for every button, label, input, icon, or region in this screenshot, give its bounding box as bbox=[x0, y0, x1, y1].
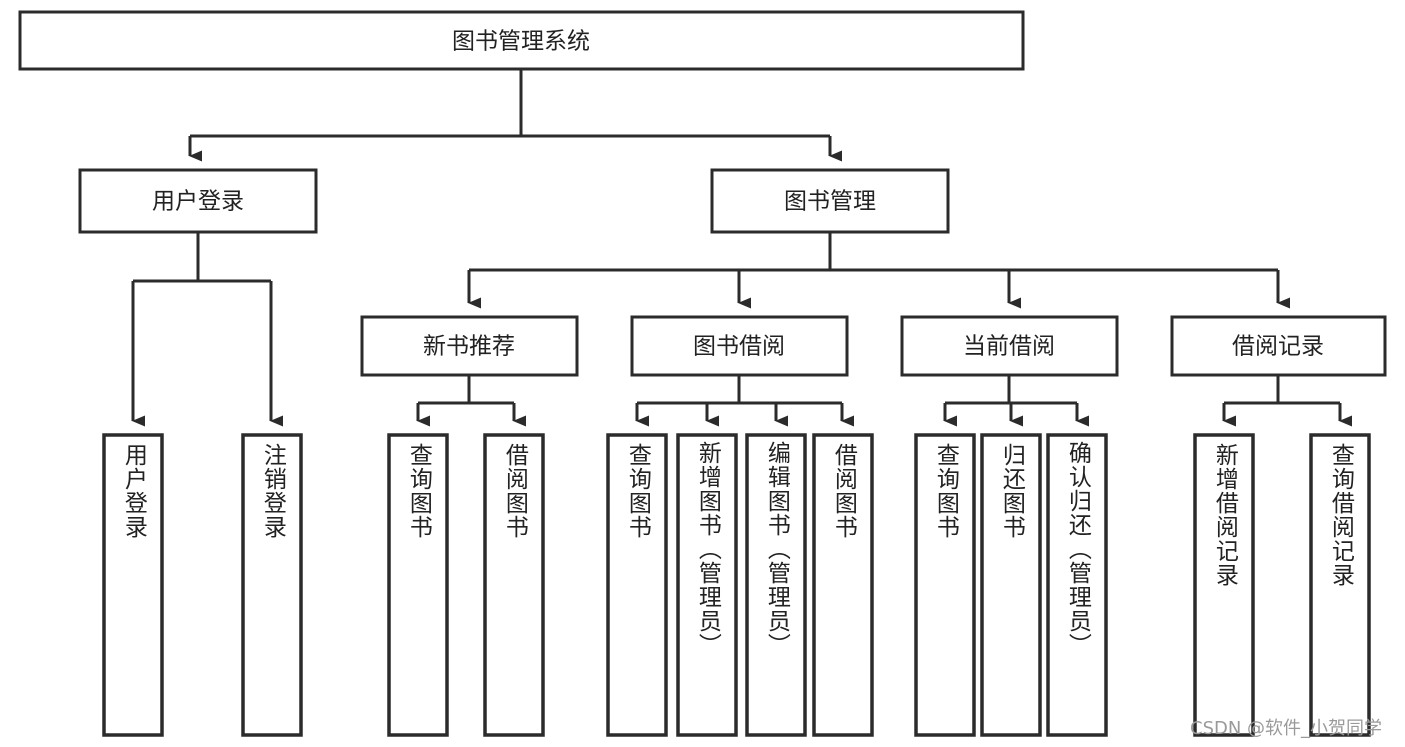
node-new-book-recommend[interactable]: 新书推荐 bbox=[360, 315, 579, 377]
watermark-text: CSDN @软件_小贺同学 bbox=[1190, 718, 1383, 739]
node-current-borrow[interactable]: 当前借阅 bbox=[900, 315, 1119, 377]
leaf-book-borrow-2-box[interactable] bbox=[676, 433, 738, 737]
leaf-borrow-record-2[interactable]: 查询借阅记录 bbox=[1309, 433, 1371, 737]
leaf-borrow-record-1-box[interactable] bbox=[1193, 433, 1255, 737]
leaf-user-login-1[interactable]: 用户登录 bbox=[102, 433, 164, 737]
leaf-current-borrow-3-box[interactable] bbox=[1046, 433, 1108, 737]
node-book-manage[interactable]: 图书管理 bbox=[710, 168, 950, 234]
leaf-user-login-1-label: 用户登录 bbox=[120, 443, 147, 539]
node-borrow-record[interactable]: 借阅记录 bbox=[1170, 315, 1387, 377]
leaf-user-login-2-label: 注销登录 bbox=[259, 443, 286, 539]
node-borrow-record-box[interactable] bbox=[1170, 315, 1387, 377]
leaf-borrow-record-2-box[interactable] bbox=[1309, 433, 1371, 737]
connector-group-book-borrow bbox=[635, 375, 854, 427]
leaf-current-borrow-3-label: 确认归还（管理员） bbox=[1064, 441, 1091, 657]
leaf-book-borrow-3[interactable]: 编辑图书（管理员） bbox=[745, 433, 807, 737]
leaf-current-borrow-1-box[interactable] bbox=[914, 433, 976, 737]
leaf-book-borrow-1-label: 查询图书 bbox=[624, 443, 651, 539]
node-root-label: 图书管理系统 bbox=[452, 29, 590, 55]
leaf-book-borrow-2-label: 新增图书（管理员） bbox=[694, 441, 721, 657]
node-borrow-record-label: 借阅记录 bbox=[1232, 334, 1324, 360]
leaf-current-borrow-2-label: 归还图书 bbox=[998, 443, 1025, 539]
leaf-book-borrow-4-box[interactable] bbox=[812, 433, 874, 737]
leaf-new-book-2-box[interactable] bbox=[483, 433, 545, 737]
connector-group-book-manage bbox=[467, 232, 1290, 309]
leaf-current-borrow-3[interactable]: 确认归还（管理员） bbox=[1046, 433, 1108, 737]
node-book-borrow-box[interactable] bbox=[630, 315, 849, 377]
node-book-borrow[interactable]: 图书借阅 bbox=[630, 315, 849, 377]
leaf-user-login-2[interactable]: 注销登录 bbox=[241, 433, 303, 737]
leaf-new-book-1-label: 查询图书 bbox=[405, 443, 432, 539]
node-new-book-recommend-label: 新书推荐 bbox=[423, 334, 515, 360]
connector-group-current-borrow bbox=[943, 375, 1089, 427]
leaf-new-book-2-label: 借阅图书 bbox=[501, 443, 528, 539]
leaf-current-borrow-2-box[interactable] bbox=[980, 433, 1042, 737]
leaf-borrow-record-2-label: 查询借阅记录 bbox=[1327, 443, 1354, 587]
node-root[interactable]: 图书管理系统 bbox=[18, 10, 1025, 71]
leaf-book-borrow-4-label: 借阅图书 bbox=[830, 443, 857, 539]
leaf-book-borrow-4[interactable]: 借阅图书 bbox=[812, 433, 874, 737]
leaf-current-borrow-1-label: 查询图书 bbox=[932, 443, 959, 539]
connector-group-root bbox=[188, 69, 842, 162]
connector-group-new-book bbox=[416, 375, 526, 427]
leaf-current-borrow-1[interactable]: 查询图书 bbox=[914, 433, 976, 737]
node-user-login-label: 用户登录 bbox=[152, 189, 244, 215]
node-new-book-recommend-box[interactable] bbox=[360, 315, 579, 377]
leaf-new-book-1-box[interactable] bbox=[387, 433, 449, 737]
leaf-new-book-2[interactable]: 借阅图书 bbox=[483, 433, 545, 737]
node-current-borrow-label: 当前借阅 bbox=[963, 334, 1055, 360]
leaf-new-book-1[interactable]: 查询图书 bbox=[387, 433, 449, 737]
connector-group-borrow-record bbox=[1222, 375, 1352, 427]
leaf-user-login-1-box[interactable] bbox=[102, 433, 164, 737]
node-current-borrow-box[interactable] bbox=[900, 315, 1119, 377]
leaf-current-borrow-2[interactable]: 归还图书 bbox=[980, 433, 1042, 737]
leaf-book-borrow-2[interactable]: 新增图书（管理员） bbox=[676, 433, 738, 737]
node-user-login[interactable]: 用户登录 bbox=[78, 168, 318, 234]
leaf-book-borrow-1[interactable]: 查询图书 bbox=[606, 433, 668, 737]
node-user-login-box[interactable] bbox=[78, 168, 318, 234]
node-book-manage-label: 图书管理 bbox=[784, 189, 876, 215]
leaf-borrow-record-1-label: 新增借阅记录 bbox=[1211, 443, 1238, 587]
leaf-user-login-2-box[interactable] bbox=[241, 433, 303, 737]
node-book-borrow-label: 图书借阅 bbox=[693, 334, 785, 360]
node-book-manage-box[interactable] bbox=[710, 168, 950, 234]
leaf-borrow-record-1[interactable]: 新增借阅记录 bbox=[1193, 433, 1255, 737]
node-root-box[interactable] bbox=[18, 10, 1025, 71]
leaf-book-borrow-3-label: 编辑图书（管理员） bbox=[763, 441, 790, 657]
leaf-book-borrow-1-box[interactable] bbox=[606, 433, 668, 737]
leaf-book-borrow-3-box[interactable] bbox=[745, 433, 807, 737]
connector-group-user-login bbox=[131, 232, 283, 427]
